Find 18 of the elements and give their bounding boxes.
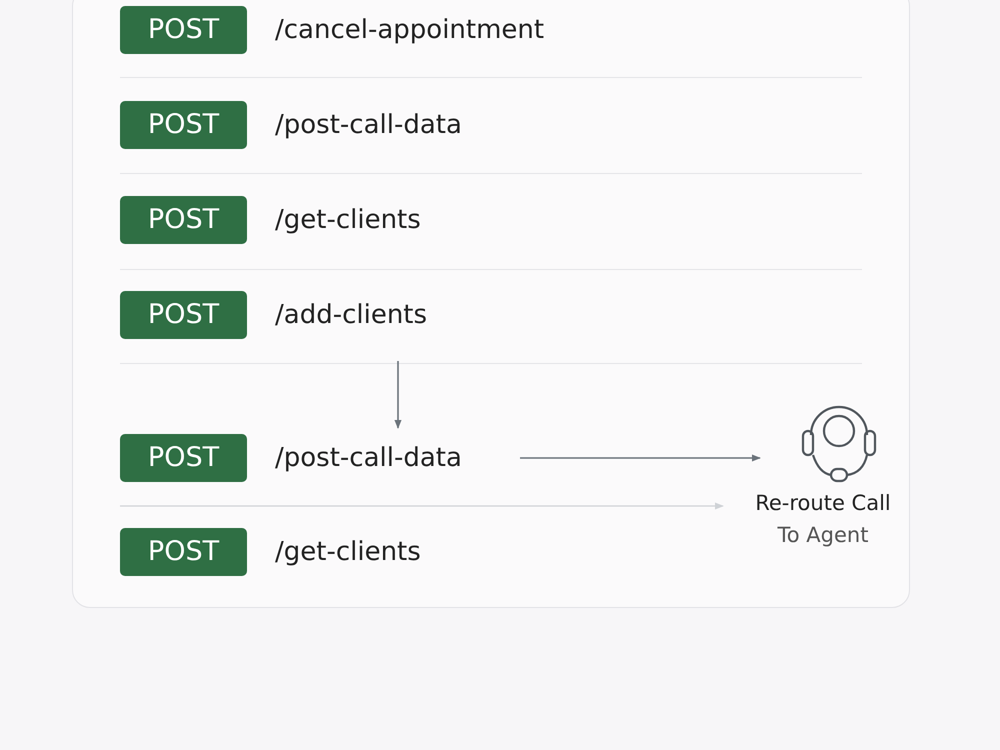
arrow — [120, 502, 724, 510]
method-badge: POST — [120, 291, 247, 339]
agent-subtitle: To Agent — [776, 523, 870, 547]
card-panel — [72, 0, 910, 608]
method-badge: POST — [120, 196, 247, 244]
endpoint-path: /add-clients — [275, 299, 428, 332]
method-badge: POST — [120, 101, 247, 149]
arrow — [394, 361, 402, 429]
endpoint-path: /get-clients — [275, 204, 421, 237]
arrow — [520, 454, 761, 462]
endpoint-path: /post-call-data — [275, 442, 462, 475]
endpoint-path: /cancel-appointment — [275, 14, 544, 47]
method-badge: POST — [120, 6, 247, 54]
method-badge: POST — [120, 434, 247, 482]
endpoint-path: /post-call-data — [275, 109, 462, 142]
agent-label: Re-route Call — [754, 491, 892, 515]
method-badge: POST — [120, 528, 247, 576]
endpoint-path: /get-clients — [275, 536, 421, 569]
